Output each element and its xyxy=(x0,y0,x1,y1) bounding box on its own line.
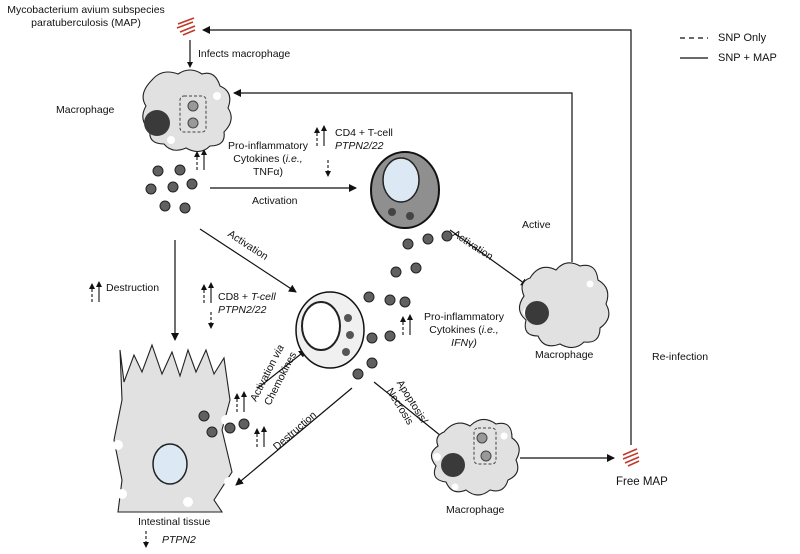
map-title: Mycobacterium avium subspecies paratuber… xyxy=(0,4,172,30)
proinf-line1: Pro-inflammatory xyxy=(228,140,308,152)
ifny-updown-arrows-icon xyxy=(400,314,413,335)
reinfection-label: Re-infection xyxy=(652,351,709,363)
cd8-line2: PTPN2/22 xyxy=(218,304,267,316)
macrophage-bottom-cell xyxy=(430,418,520,496)
macrophage-cytokine-updown-icon xyxy=(194,149,207,170)
cytokine-granules-top xyxy=(145,164,198,214)
free-map-bacteria-icon xyxy=(622,448,640,467)
active-macrophage-return-arrow xyxy=(233,89,573,262)
destruction-diagonal-arrow xyxy=(235,387,353,486)
destruction-diag-up-arrows-icon xyxy=(254,426,267,447)
cd4-line1: CD4 + T-cell xyxy=(335,127,393,139)
macrophage-right-label: Macrophage xyxy=(535,349,594,361)
macrophage-top-cell xyxy=(142,69,232,153)
activation-label-horizontal: Activation xyxy=(252,195,298,207)
apoptosis-arrow xyxy=(373,381,447,441)
proinf-line2a: Cytokines ( xyxy=(233,153,286,165)
proinflammatory-ifny-label: Pro-inflammatory Cytokines (i.e., IFNγ) xyxy=(416,311,512,350)
reinfection-arrow xyxy=(202,26,632,445)
chemokine-up-arrows-icon xyxy=(234,391,247,412)
chemokines-arrow xyxy=(257,349,307,389)
activation-macrophage-arrow xyxy=(449,229,529,287)
cd4-line2: PTPN2/22 xyxy=(335,140,384,152)
cd4-t-cell xyxy=(370,151,440,229)
proinf-line3: TNFα) xyxy=(253,166,283,178)
macrophage-top-label: Macrophage xyxy=(56,104,115,116)
cd8-granules xyxy=(352,291,411,380)
proinf2-line1: Pro-inflammatory xyxy=(424,311,504,323)
ptpn2-label: PTPN2 xyxy=(162,534,196,546)
cd8-updown-arrows-icon xyxy=(201,282,214,329)
activation-cd8-arrow xyxy=(199,228,297,293)
intestinal-tissue-cell xyxy=(113,343,234,513)
cd8-t-cell xyxy=(295,291,365,369)
proinf-line2-ie: i.e., xyxy=(285,153,303,165)
legend xyxy=(680,37,708,59)
tissue-granules xyxy=(198,410,250,438)
proinf2-line3: IFNγ) xyxy=(451,337,477,349)
macrophage-active-cell xyxy=(518,262,610,349)
cd4-up-arrows-icon xyxy=(314,125,331,177)
cd4-label: CD4 + T-cell PTPN2/22 xyxy=(335,127,393,153)
active-label: Active xyxy=(522,219,551,231)
proinf2-line2-ie: i.e., xyxy=(481,324,499,336)
legend-snp-only: SNP Only xyxy=(718,32,767,44)
destruction-label-left: Destruction xyxy=(106,282,160,294)
legend-snp-map: SNP + MAP xyxy=(718,52,777,64)
infects-macrophage-label: Infects macrophage xyxy=(198,48,291,60)
proinf2-line2a: Cytokines ( xyxy=(429,324,482,336)
free-map-label: Free MAP xyxy=(616,476,668,488)
proinflammatory-tnfa-label: Pro-inflammatory Cytokines (i.e., TNFα) xyxy=(218,140,318,179)
macrophage-bottom-label: Macrophage xyxy=(446,504,505,516)
cd4-granules xyxy=(390,230,453,278)
cd8-line1b: T-cell xyxy=(250,291,276,303)
map-bacteria-icon xyxy=(176,17,196,36)
map-title-line1: Mycobacterium avium subspecies xyxy=(7,4,165,16)
map-title-line2: paratuberculosis (MAP) xyxy=(31,17,141,29)
cd8-line1a: CD8 + xyxy=(218,291,251,303)
intestinal-tissue-label: Intestinal tissue xyxy=(138,516,211,528)
destruction-up-arrows-icon xyxy=(89,281,102,302)
cd8-label: CD8 + T-cell PTPN2/22 xyxy=(218,291,276,317)
